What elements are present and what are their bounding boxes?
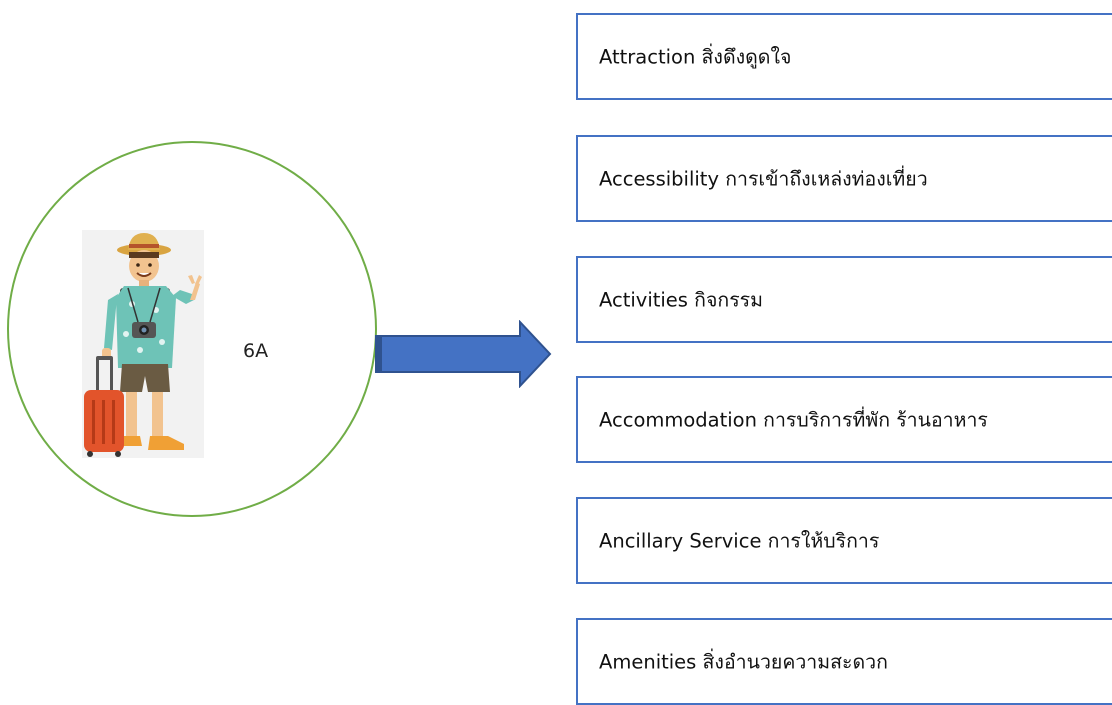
item-box-accessibility: Accessibility การเข้าถึงเหล่งท่องเที่ยว: [576, 135, 1112, 222]
item-label: Accessibility การเข้าถึงเหล่งท่องเที่ยว: [599, 167, 928, 190]
item-label: Attraction สิ่งดึงดูดใจ: [599, 45, 792, 68]
item-label: Amenities สิ่งอำนวยความสะดวก: [599, 650, 888, 673]
item-box-accommodation: Accommodation การบริการที่พัก ร้านอาหาร: [576, 376, 1112, 463]
center-circle: [7, 141, 377, 517]
item-label: Accommodation การบริการที่พัก ร้านอาหาร: [599, 408, 988, 431]
traveler-icon: [82, 230, 204, 458]
item-box-attraction: Attraction สิ่งดึงดูดใจ: [576, 13, 1112, 100]
item-box-ancillary-service: Ancillary Service การให้บริการ: [576, 497, 1112, 584]
center-label: 6A: [243, 340, 269, 362]
item-box-activities: Activities กิจกรรม: [576, 256, 1112, 343]
item-label: Ancillary Service การให้บริการ: [599, 529, 880, 552]
item-box-amenities: Amenities สิ่งอำนวยความสะดวก: [576, 618, 1112, 705]
item-label: Activities กิจกรรม: [599, 288, 763, 311]
right-arrow-icon: [375, 320, 552, 388]
